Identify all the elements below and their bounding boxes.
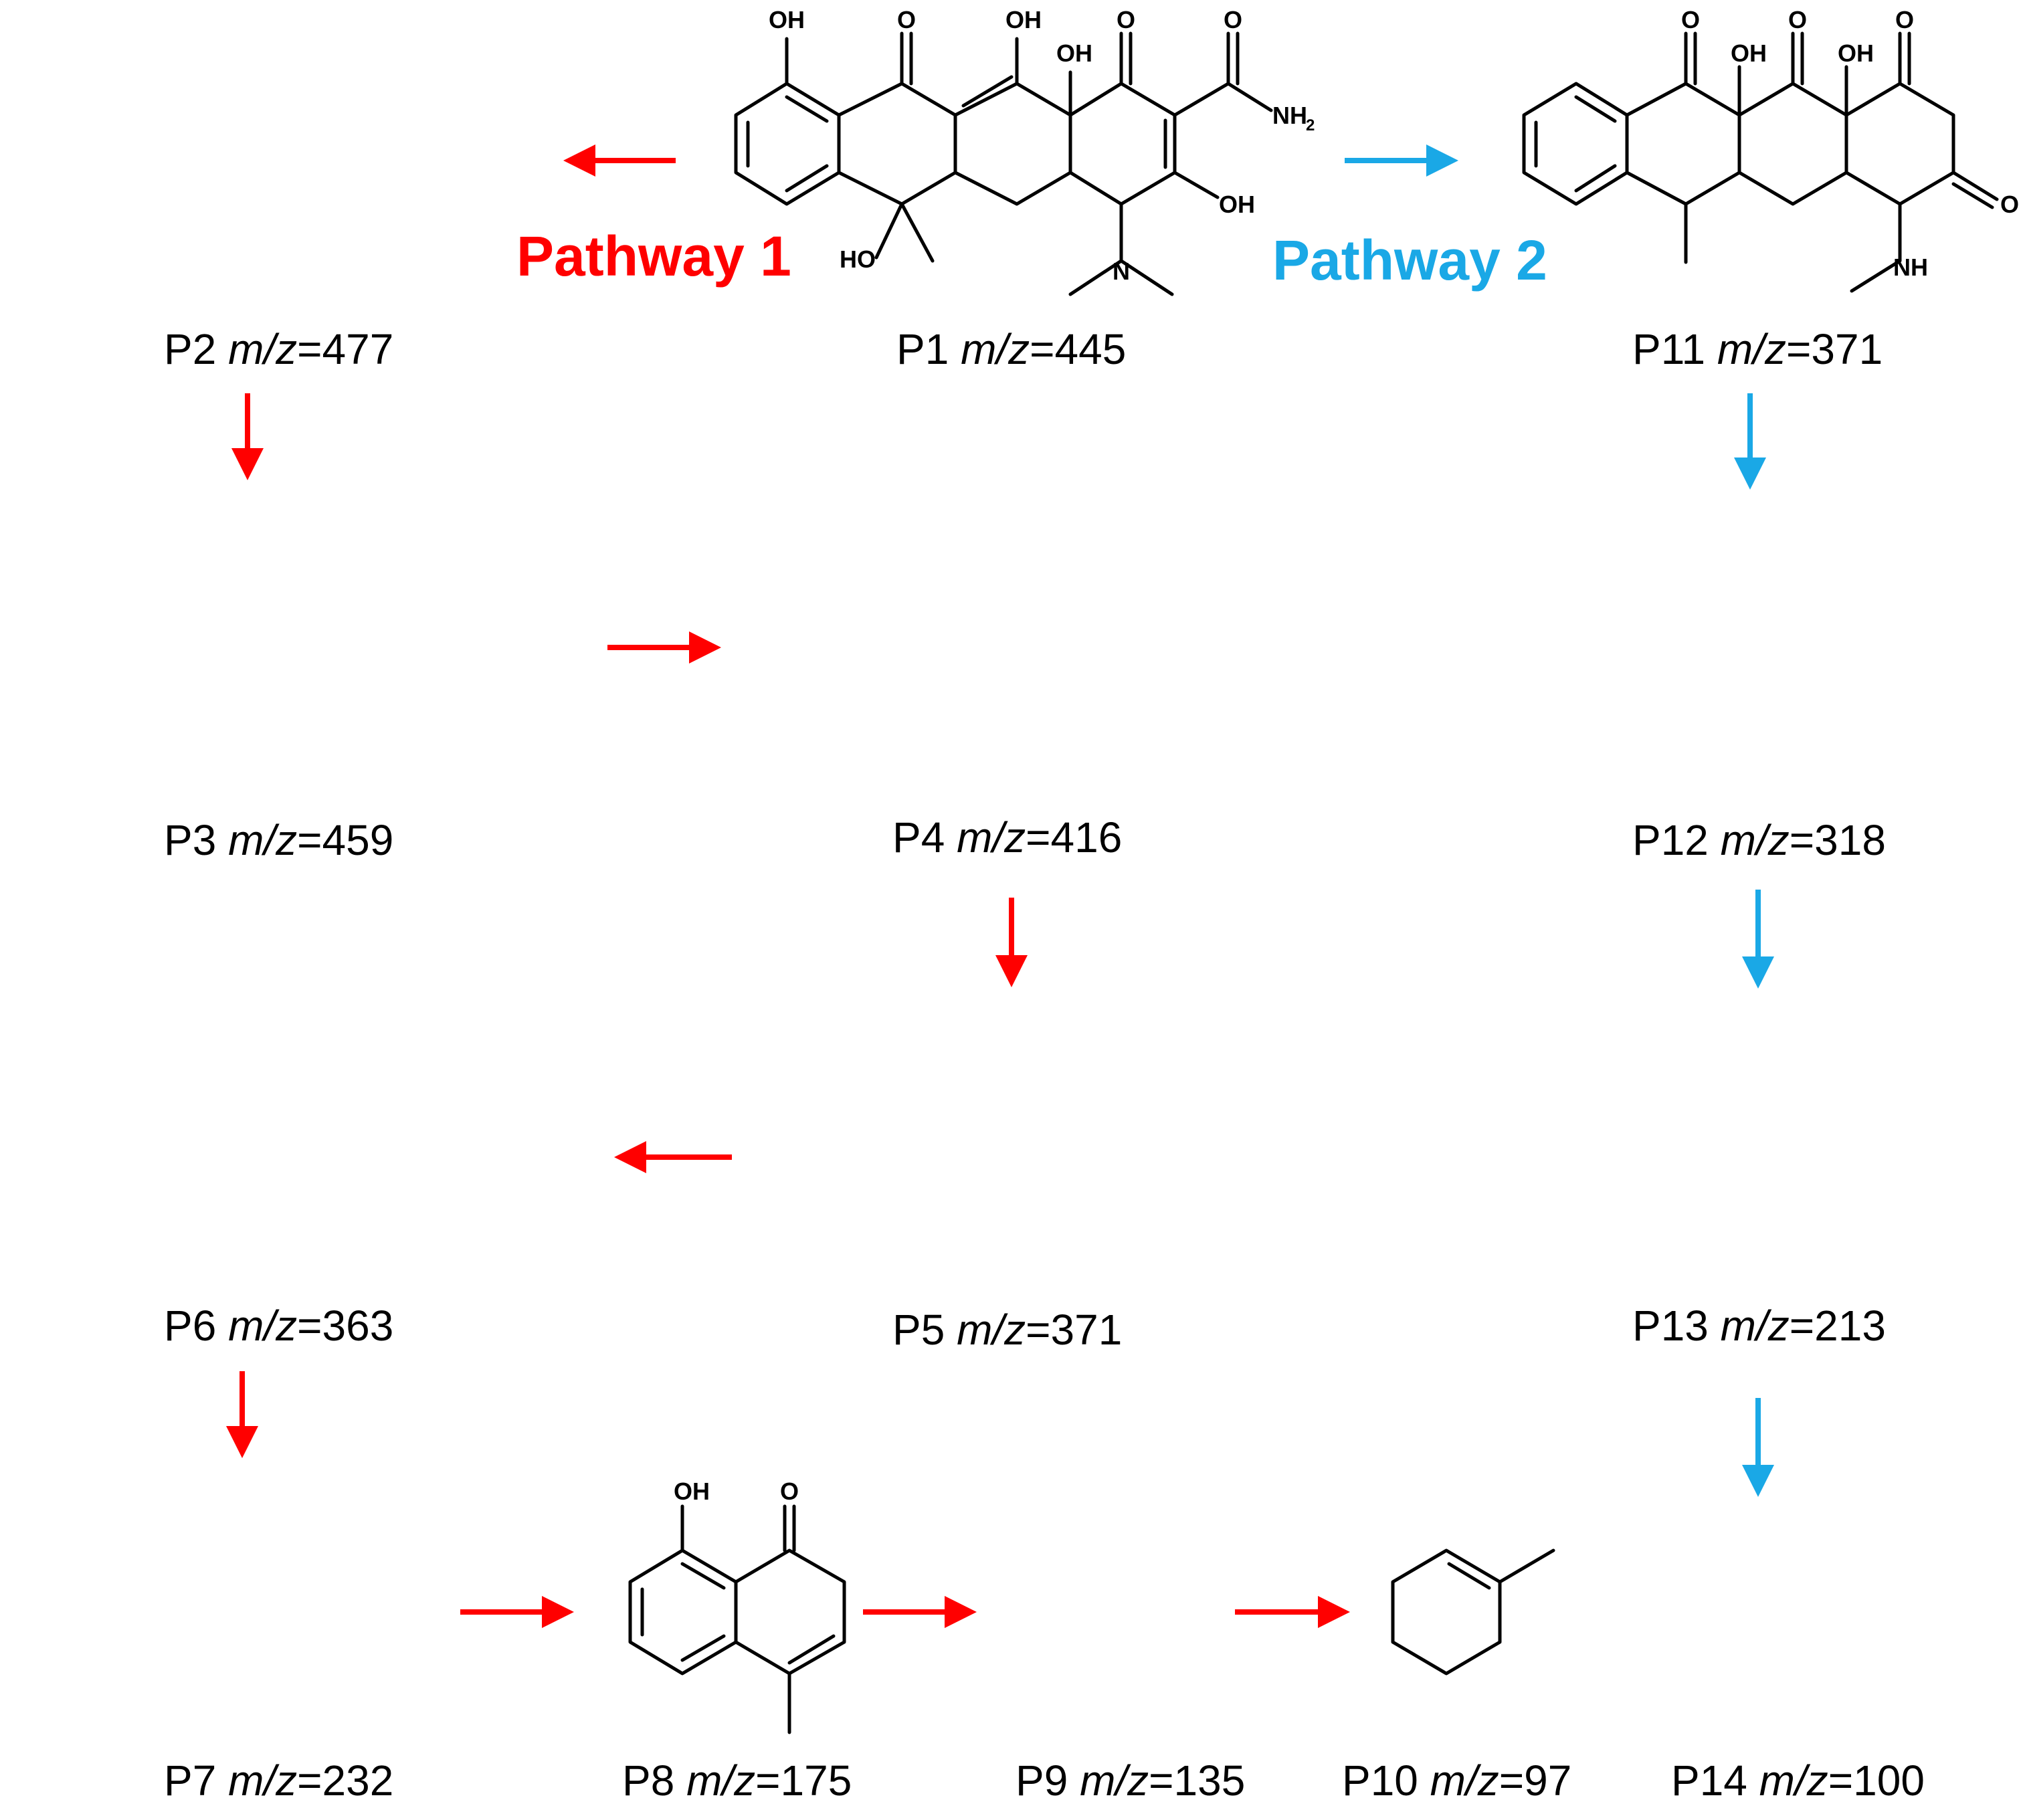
- o-label: O: [1681, 6, 1700, 33]
- label-p1: P1 m/z=445: [896, 325, 1126, 373]
- label-p4: P4 m/z=416: [892, 813, 1122, 862]
- o-label: O: [897, 6, 916, 33]
- label-p12: P12 m/z=318: [1632, 816, 1886, 864]
- oh-label: OH: [1219, 191, 1255, 218]
- o-label: O: [2000, 191, 2019, 218]
- p10-structure: [1391, 1548, 1555, 1676]
- o-label: O: [1224, 6, 1242, 33]
- label-p14: P14 m/z=100: [1671, 1756, 1925, 1805]
- pathway-2-label: Pathway 2: [1272, 229, 1547, 292]
- n-label: N: [1113, 258, 1130, 285]
- label-p6: P6 m/z=363: [164, 1302, 393, 1350]
- o-label: O: [780, 1478, 799, 1505]
- o-label: O: [1895, 6, 1914, 33]
- nh-label: NH: [1893, 254, 1928, 281]
- oh-label: OH: [1056, 39, 1092, 67]
- nh2-label: NH: [1272, 102, 1307, 129]
- oh-label: OH: [1731, 39, 1767, 67]
- pathway-1-label: Pathway 1: [516, 225, 791, 288]
- o-label: O: [1117, 6, 1135, 33]
- label-p13: P13 m/z=213: [1632, 1302, 1886, 1350]
- label-p3: P3 m/z=459: [164, 816, 393, 864]
- oh-label: OH: [1838, 39, 1874, 67]
- label-p5: P5 m/z=371: [892, 1306, 1122, 1354]
- p1-structure: OH O OH OH O O NH 2 OH HO N: [734, 6, 1315, 296]
- o-label: O: [1788, 6, 1807, 33]
- p8-structure: OH O: [628, 1478, 846, 1734]
- label-p9: P9 m/z=135: [1016, 1756, 1245, 1805]
- oh-label: OH: [769, 6, 805, 33]
- oh-label: OH: [674, 1478, 710, 1505]
- label-p10: P10 m/z=97: [1342, 1756, 1571, 1805]
- ho-label: HO: [840, 245, 876, 273]
- label-p2: P2 m/z=477: [164, 325, 393, 373]
- oh-label: OH: [1005, 6, 1042, 33]
- label-p8: P8 m/z=175: [622, 1756, 852, 1805]
- p11-structure: O OH O OH O O NH: [1522, 6, 2019, 293]
- label-p7: P7 m/z=232: [164, 1756, 393, 1805]
- nh2-subscript: 2: [1306, 116, 1315, 134]
- label-p11: P11 m/z=371: [1632, 325, 1883, 373]
